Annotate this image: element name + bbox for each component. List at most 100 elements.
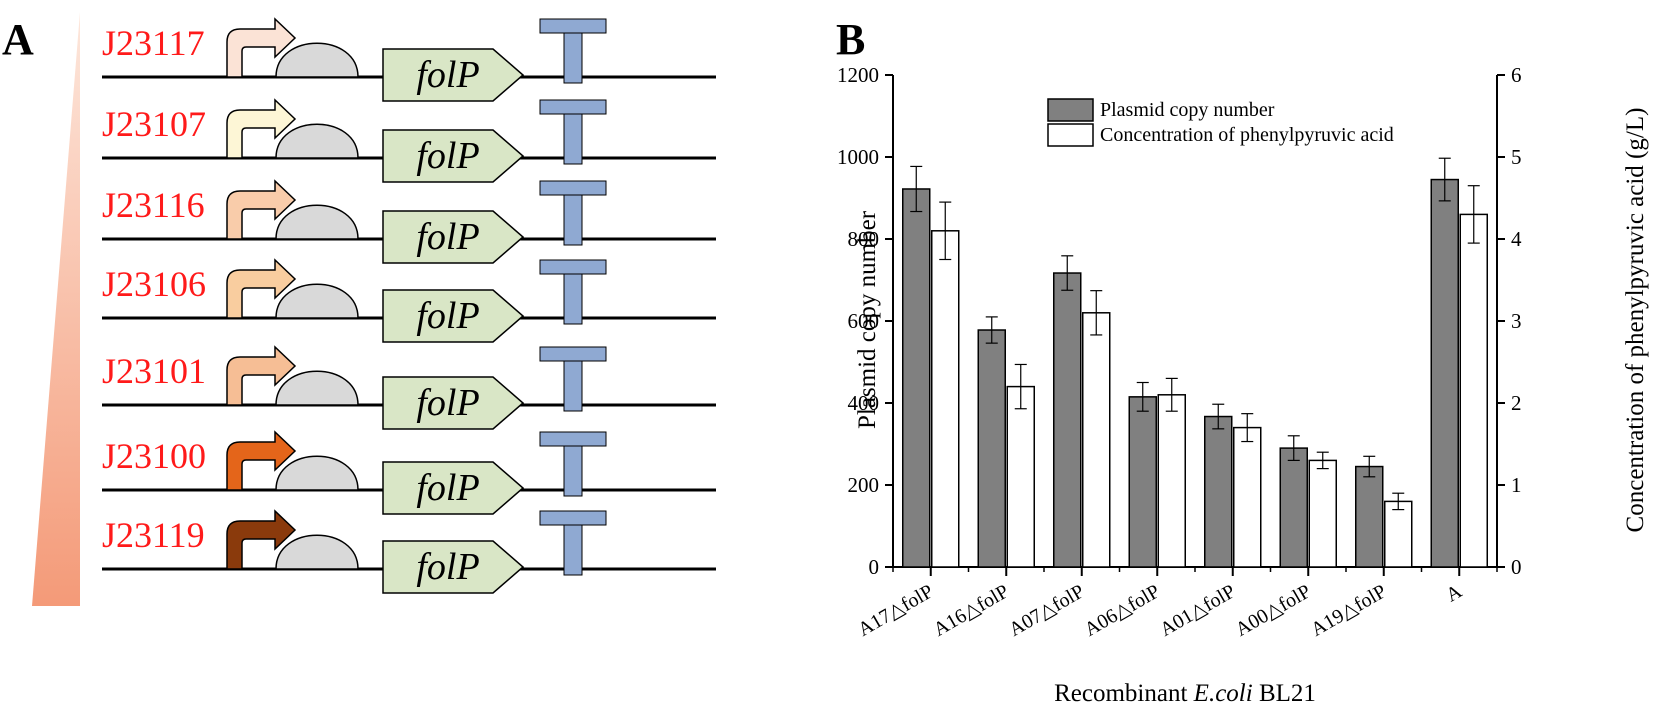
y-left-tick-label: 400 — [848, 391, 880, 415]
construct-row: J23117 folP — [102, 17, 716, 102]
bar-plasmid-copy-number — [902, 188, 931, 568]
promoter-label: J23106 — [102, 264, 206, 304]
construct-row: J23101 folP — [102, 345, 716, 430]
promoter-arrow-icon — [226, 17, 297, 78]
x-tick-label: A19△folP — [1307, 580, 1390, 641]
gene-label: folP — [416, 135, 479, 177]
y-right-tick-label: 1 — [1511, 473, 1522, 497]
bar-plasmid-copy-number — [1279, 447, 1308, 568]
terminator-icon — [539, 346, 607, 362]
x-tick-label: A16△folP — [930, 580, 1013, 641]
construct-list: J23117folPJ23107folPJ23116folPJ23106folP… — [102, 17, 716, 594]
bar-plasmid-copy-number — [1053, 272, 1082, 568]
terminator-icon — [539, 431, 607, 447]
x-axis-label: Recombinant E.coli BL21 — [1054, 680, 1316, 707]
y-right-tick-label: 5 — [1511, 145, 1522, 169]
x-tick-label: A17△folP — [854, 580, 937, 641]
y-right-tick-label: 3 — [1511, 309, 1522, 333]
terminator-stem — [563, 273, 583, 325]
chart-bars — [902, 157, 1488, 568]
bar-plasmid-copy-number — [1204, 415, 1233, 568]
gene-label: folP — [416, 382, 479, 424]
rbs-icon — [275, 283, 359, 319]
promoter-arrow-icon — [226, 98, 297, 159]
bar-phenylpyruvic-acid — [1308, 459, 1337, 568]
bar-plasmid-copy-number — [1128, 396, 1157, 568]
promoter-arrow-icon — [226, 179, 297, 240]
promoter-arrow-icon — [226, 509, 297, 570]
x-tick-label: A07△folP — [1005, 580, 1088, 641]
gene-label: folP — [416, 467, 479, 509]
x-tick-label: A00△folP — [1232, 580, 1315, 641]
rbs-icon — [275, 370, 359, 406]
promoter-label: J23116 — [102, 185, 205, 225]
y-left-tick-label: 600 — [848, 309, 880, 333]
terminator-icon — [539, 259, 607, 275]
gene-label: folP — [416, 295, 479, 337]
rbs-icon — [275, 42, 359, 78]
terminator-stem — [563, 113, 583, 165]
promoter-label: J23100 — [102, 436, 206, 476]
bar-phenylpyruvic-acid — [931, 230, 960, 568]
terminator-icon — [539, 180, 607, 196]
panel-b-letter: B — [836, 15, 865, 64]
gene-label: folP — [416, 54, 479, 96]
y-right-tick-label: 0 — [1511, 555, 1522, 579]
y-left-tick-label: 800 — [848, 227, 880, 251]
promoter-arrow-icon — [226, 258, 297, 319]
rbs-icon — [275, 534, 359, 570]
gene-label: folP — [416, 546, 479, 588]
panel-b-chart: B 0200400600800100012000123456A17△folPA1… — [836, 15, 1649, 707]
promoter-label: J23101 — [102, 351, 206, 391]
y-right-tick-label: 2 — [1511, 391, 1522, 415]
bar-phenylpyruvic-acid — [1006, 385, 1035, 568]
gene-cds — [382, 540, 525, 594]
bar-phenylpyruvic-acid — [1384, 500, 1413, 568]
x-tick-label: A01△folP — [1156, 580, 1239, 641]
terminator-icon — [539, 510, 607, 526]
terminator-stem — [563, 360, 583, 412]
promoter-arrow-icon — [226, 430, 297, 491]
gene-cds — [382, 48, 525, 102]
gene-cds — [382, 210, 525, 264]
terminator-stem — [563, 445, 583, 497]
rbs-icon — [275, 455, 359, 491]
legend-swatch — [1047, 98, 1094, 122]
panel-a-constructs: A J23117folPJ23107folPJ23116folPJ23106fo… — [2, 12, 716, 606]
rbs-icon — [275, 123, 359, 159]
y-left-tick-label: 200 — [848, 473, 880, 497]
promoter-arrow-icon — [226, 345, 297, 406]
legend-label: Concentration of phenylpyruvic acid — [1100, 124, 1394, 146]
y-axis-right-label: Concentration of phenylpyruvic acid (g/L… — [1622, 108, 1649, 533]
bar-phenylpyruvic-acid — [1233, 426, 1262, 568]
legend-swatch — [1047, 123, 1094, 147]
gene-cds — [382, 129, 525, 183]
bar-phenylpyruvic-acid — [1157, 394, 1186, 568]
construct-row: J23106 folP — [102, 258, 716, 343]
bar-plasmid-copy-number — [1355, 465, 1384, 568]
panel-a-letter: A — [2, 15, 34, 64]
construct-row: J23100 folP — [102, 430, 716, 515]
gene-cds — [382, 289, 525, 343]
terminator-icon — [539, 99, 607, 115]
promoter-label: J23117 — [102, 23, 205, 63]
terminator-icon — [539, 18, 607, 34]
y-axis-left-label: Plasmid copy number — [854, 210, 881, 429]
promoter-strength-gradient — [32, 12, 80, 606]
promoter-label: J23107 — [102, 104, 206, 144]
gene-cds — [382, 461, 525, 515]
x-tick-label: A — [1442, 580, 1466, 607]
terminator-stem — [563, 524, 583, 576]
gene-cds — [382, 376, 525, 430]
x-tick-label: A06△folP — [1081, 580, 1164, 641]
y-left-tick-label: 0 — [869, 555, 880, 579]
bar-plasmid-copy-number — [1430, 178, 1459, 568]
legend-label: Plasmid copy number — [1100, 99, 1275, 121]
y-right-tick-label: 6 — [1511, 63, 1522, 87]
terminator-stem — [563, 194, 583, 246]
bar-plasmid-copy-number — [977, 329, 1006, 568]
